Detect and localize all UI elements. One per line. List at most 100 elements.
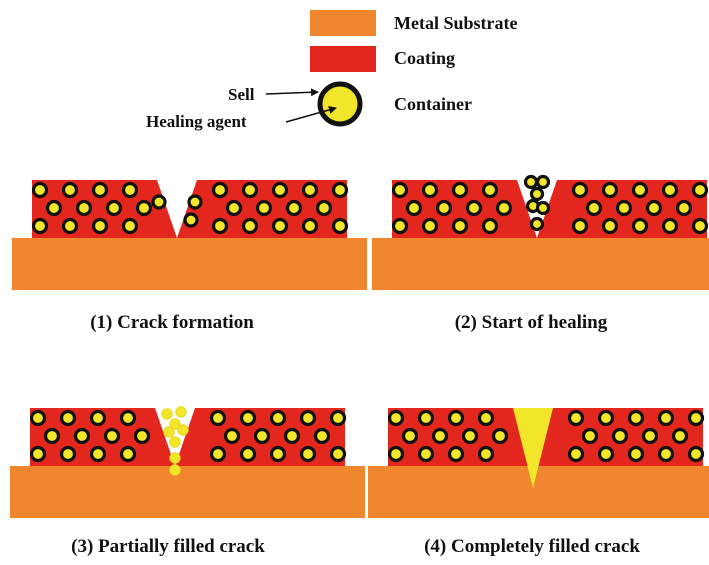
- legend-substrate-label: Metal Substrate: [394, 13, 517, 33]
- microcapsule: [73, 427, 91, 445]
- microcapsule: [391, 217, 409, 235]
- microcapsule: [103, 427, 121, 445]
- released-capsule: [529, 216, 545, 232]
- microcapsule: [283, 427, 301, 445]
- microcapsule: [421, 217, 439, 235]
- legend-coating-label: Coating: [394, 48, 455, 68]
- microcapsule: [61, 181, 79, 199]
- microcapsule: [209, 445, 227, 463]
- microcapsule: [611, 427, 629, 445]
- microcapsule: [431, 427, 449, 445]
- microcapsule: [627, 409, 645, 427]
- microcapsule: [209, 409, 227, 427]
- microcapsule: [329, 409, 347, 427]
- caption-panel-3: (3) Partially filled crack: [71, 536, 265, 557]
- microcapsule: [421, 181, 439, 199]
- healing-agent-droplet: [175, 406, 187, 418]
- healed-crack-fill: [513, 408, 553, 488]
- legend: Metal Substrate Coating Container Sell H…: [146, 10, 517, 131]
- microcapsule: [417, 409, 435, 427]
- microcapsule: [465, 199, 483, 217]
- legend-container-shell: [317, 81, 363, 127]
- caption-panel-1: (1) Crack formation: [90, 312, 254, 333]
- microcapsule: [269, 445, 287, 463]
- microcapsule: [567, 409, 585, 427]
- microcapsule: [89, 409, 107, 427]
- microcapsule: [225, 199, 243, 217]
- microcapsule: [447, 409, 465, 427]
- panel-start-of-healing: [372, 174, 709, 290]
- ruptured-capsule: [183, 212, 199, 228]
- microcapsule: [91, 181, 109, 199]
- microcapsule: [491, 427, 509, 445]
- microcapsule: [585, 199, 603, 217]
- panel-completely-filled-crack: [368, 408, 709, 518]
- microcapsule: [313, 427, 331, 445]
- microcapsule: [387, 445, 405, 463]
- microcapsule: [495, 199, 513, 217]
- microcapsule: [691, 217, 709, 235]
- microcapsule: [671, 427, 689, 445]
- microcapsule: [631, 181, 649, 199]
- legend-substrate-swatch: [310, 10, 376, 36]
- released-capsule: [529, 186, 545, 202]
- microcapsule: [481, 181, 499, 199]
- caption-panel-2: (2) Start of healing: [455, 312, 608, 333]
- microcapsule: [105, 199, 123, 217]
- microcapsule: [331, 217, 349, 235]
- microcapsule: [481, 217, 499, 235]
- microcapsule: [223, 427, 241, 445]
- microcapsule: [61, 217, 79, 235]
- ruptured-capsule: [151, 194, 167, 210]
- microcapsule: [135, 199, 153, 217]
- microcapsule: [405, 199, 423, 217]
- healing-agent-droplet: [161, 408, 173, 420]
- microcapsule: [597, 445, 615, 463]
- microcapsule: [687, 409, 705, 427]
- microcapsule: [255, 199, 273, 217]
- microcapsule: [31, 181, 49, 199]
- healing-agent-droplet: [169, 436, 181, 448]
- microcapsule: [661, 181, 679, 199]
- microcapsule: [451, 217, 469, 235]
- microcapsule: [299, 445, 317, 463]
- microcapsule: [687, 445, 705, 463]
- panel-partially-filled-crack: [10, 406, 365, 518]
- legend-container-label: Container: [394, 94, 472, 114]
- healing-agent-droplet: [169, 464, 181, 476]
- microcapsule: [435, 199, 453, 217]
- microcapsule: [691, 181, 709, 199]
- healing-agent-arrow: [285, 106, 337, 123]
- microcapsule: [29, 409, 47, 427]
- microcapsule: [391, 181, 409, 199]
- ruptured-capsule: [187, 194, 203, 210]
- microcapsule: [571, 217, 589, 235]
- microcapsule: [119, 409, 137, 427]
- microcapsule: [43, 427, 61, 445]
- microcapsule: [271, 181, 289, 199]
- microcapsule: [241, 217, 259, 235]
- microcapsule: [657, 445, 675, 463]
- microcapsule: [447, 445, 465, 463]
- microcapsule: [239, 445, 257, 463]
- microcapsule: [59, 409, 77, 427]
- microcapsule: [331, 181, 349, 199]
- shell-annotation-label: Sell: [228, 85, 255, 104]
- metal-substrate: [10, 466, 365, 518]
- microcapsule: [401, 427, 419, 445]
- microcapsule: [299, 409, 317, 427]
- microcapsule: [661, 217, 679, 235]
- microcapsule: [477, 409, 495, 427]
- microcapsule: [253, 427, 271, 445]
- panel-crack-formation: [12, 180, 367, 290]
- microcapsule: [601, 217, 619, 235]
- microcapsule: [329, 445, 347, 463]
- released-capsule: [535, 174, 551, 190]
- microcapsule: [315, 199, 333, 217]
- microcapsule: [571, 181, 589, 199]
- metal-substrate: [368, 466, 709, 518]
- healing-agent-droplet: [169, 418, 181, 430]
- microcapsule: [461, 427, 479, 445]
- released-capsule: [523, 174, 539, 190]
